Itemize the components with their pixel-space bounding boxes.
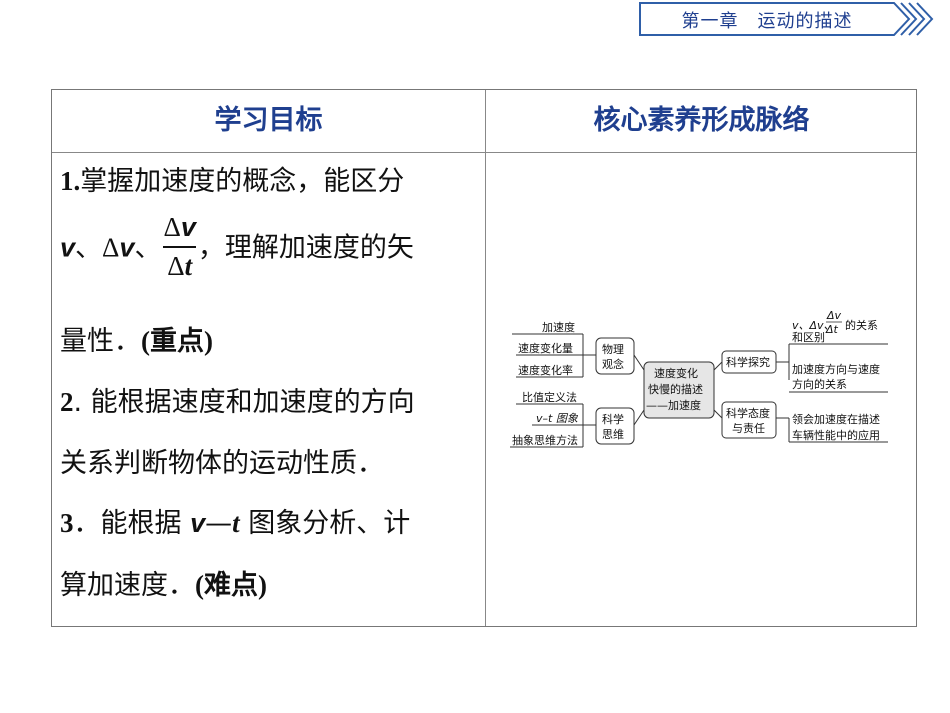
goal-3-text-c: 算加速度． <box>60 570 195 601</box>
inquiry-prefix: v、Δv、 <box>792 319 835 332</box>
difficulty-tag: (难点) <box>195 570 267 600</box>
goal-3-text-a: ．能根据 <box>73 508 191 539</box>
column-divider <box>485 90 486 626</box>
goal-1-text-a: 掌握加速度的概念，能区分 <box>80 166 405 197</box>
item-velocity-change: 速度变化量 <box>518 341 573 355</box>
scientific-attitude-node <box>721 401 777 439</box>
symbol-v: v <box>119 232 135 263</box>
physics-concept-label-2: 观念 <box>602 357 624 371</box>
goal-2-line-1: 2. 能根据速度和加速度的方向 <box>60 380 415 419</box>
item-vt-graph: v–t 图象 <box>536 412 579 425</box>
inquiry-item-2-line-2: 方向的关系 <box>792 377 847 391</box>
item-abstract-thinking: 抽象思维方法 <box>512 433 578 447</box>
chapter-title: 第一章 运动的描述 <box>681 11 853 32</box>
goal-2-text-a: . 能根据速度和加速度的方向 <box>73 387 415 418</box>
fraction-bar <box>163 246 196 248</box>
chapter-tag: 第一章 运动的描述 <box>639 2 939 36</box>
item-acceleration: 加速度 <box>542 320 575 334</box>
key-point-tag: (重点) <box>141 326 213 356</box>
goal-1-text-c: 量性． <box>60 326 141 357</box>
scientific-thinking-node <box>595 407 635 445</box>
physics-concept-node <box>595 337 635 375</box>
scientific-thinking-label-2: 思维 <box>602 428 624 441</box>
scientific-attitude-label-1: 科学态度 <box>726 406 770 420</box>
header-divider <box>52 152 916 153</box>
central-label-3: ——加速度 <box>646 398 701 412</box>
goal-2-line-2: 关系判断物体的运动性质． <box>60 441 384 480</box>
goal-1-line-1: 1.掌握加速度的概念，能区分 <box>60 159 404 198</box>
central-label-2: 快慢的描述 <box>648 382 703 396</box>
scientific-inquiry-node <box>721 350 777 374</box>
goal-3-text-b: 图象分析、计 <box>239 508 411 539</box>
goal-1-text-b: ，理解加速度的矢 <box>197 232 414 264</box>
central-label-1: 速度变化 <box>654 366 698 380</box>
attitude-item-line-1: 领会加速度在描述 <box>792 412 880 426</box>
separator: 、 <box>134 232 162 264</box>
fraction-denominator: Δt <box>825 323 839 336</box>
core-literacy-header: 核心素养形成脉络 <box>593 105 810 136</box>
goal-1-line-3: 量性．(重点) <box>60 319 213 358</box>
fraction-numerator: Δv <box>826 309 842 322</box>
delta-symbol: Δ <box>163 212 181 242</box>
attitude-item-line-2: 车辆性能中的应用 <box>792 428 880 442</box>
inquiry-item-2-line-1: 加速度方向与速度 <box>792 362 880 376</box>
inquiry-suffix: 的关系 <box>845 318 878 332</box>
goal-2-text-b: 关系判断物体的运动性质． <box>60 448 384 479</box>
symbol-v: v <box>60 232 76 263</box>
goal-3-number: 3 <box>60 508 74 538</box>
physics-concept-label-1: 物理 <box>602 342 624 356</box>
inquiry-line-2: 和区别 <box>792 331 825 344</box>
symbol-v: v <box>180 212 196 242</box>
scientific-thinking-label-1: 科学 <box>602 412 624 426</box>
symbol-t: t <box>232 508 240 538</box>
learning-goals-header: 学习目标 <box>214 105 323 136</box>
scientific-attitude-label-2: 与责任 <box>732 422 765 435</box>
item-ratio-method: 比值定义法 <box>522 390 577 404</box>
goal-3-line-2: 算加速度．(难点) <box>60 563 267 602</box>
concept-mind-map: 加速度 速度变化量 速度变化率 比值定义法 v–t 图象 抽象思维方法 物理 观… <box>510 309 888 448</box>
dash: — <box>205 508 233 539</box>
scientific-inquiry-label: 科学探究 <box>726 355 770 369</box>
goal-3-line-1: 3．能根据 v—t 图象分析、计 <box>60 501 410 540</box>
central-topic-node <box>643 361 715 419</box>
item-change-rate: 速度变化率 <box>518 363 573 377</box>
symbol-t: t <box>184 251 193 281</box>
delta-symbol: Δ <box>167 251 185 281</box>
delta-symbol: Δ <box>102 232 120 263</box>
goal-1-number: 1. <box>60 166 81 196</box>
separator: 、 <box>75 232 103 264</box>
goal-2-number: 2 <box>60 387 74 417</box>
symbol-v: v <box>190 508 206 538</box>
chapter-tag-frame <box>639 2 934 36</box>
